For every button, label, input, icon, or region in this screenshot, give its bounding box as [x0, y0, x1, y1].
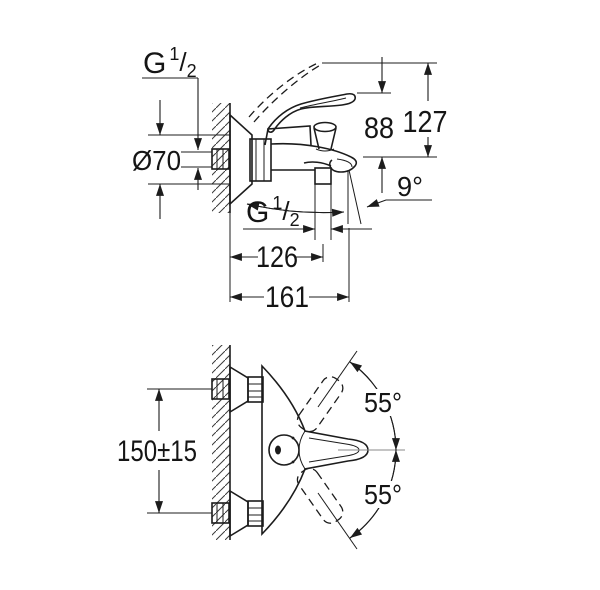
dimension-126: 126	[229, 241, 324, 274]
dimension-dia70: Ø70	[132, 100, 230, 219]
dim-55-bottom-label: 55°	[364, 479, 402, 510]
supply-connection	[181, 148, 230, 170]
dimension-88: 88	[364, 57, 394, 193]
swing-axis-top	[317, 350, 358, 408]
dim-150-label: 150±15	[117, 435, 197, 468]
wall-section-side	[212, 103, 231, 302]
wall-nut	[211, 148, 230, 170]
diverter-knob	[313, 121, 337, 152]
svg-text:G1/2: G1/2	[143, 44, 197, 81]
swing-axis-bottom	[317, 492, 358, 550]
union-nut-side	[249, 138, 272, 182]
lever-side	[264, 92, 356, 146]
wall-hatch	[212, 103, 230, 213]
dimension-9deg: 9°	[366, 171, 432, 208]
cartridge-dome	[268, 434, 300, 466]
plan-connection-bottom	[211, 489, 264, 538]
wall-hatch	[212, 345, 230, 540]
wall-section-plan	[212, 345, 231, 540]
dim-126-label: 126	[256, 241, 298, 274]
faucet-body-side	[270, 142, 358, 185]
dim-55-top-label: 55°	[364, 387, 402, 418]
spout-angle-lines	[246, 169, 362, 225]
dim-dia70-label: Ø70	[132, 145, 181, 176]
dim-161-label: 161	[265, 281, 309, 314]
dim-9deg-label: 9°	[397, 171, 423, 202]
plan-view: 55° 55° 150±15	[117, 345, 405, 550]
dim-127-label: 127	[403, 104, 448, 139]
dimension-55-top: 55°	[349, 361, 405, 451]
lever-raised-dashed	[248, 61, 323, 123]
shower-outlet	[314, 167, 332, 185]
escutcheon-side	[229, 113, 253, 206]
dimension-150: 150±15	[117, 388, 212, 514]
dimension-161: 161	[229, 228, 350, 314]
svg-text:G1/2: G1/2	[246, 193, 300, 230]
dimension-55-bottom: 55°	[349, 449, 405, 539]
dim-88-label: 88	[364, 112, 394, 145]
dimension-127: 127	[403, 62, 448, 158]
